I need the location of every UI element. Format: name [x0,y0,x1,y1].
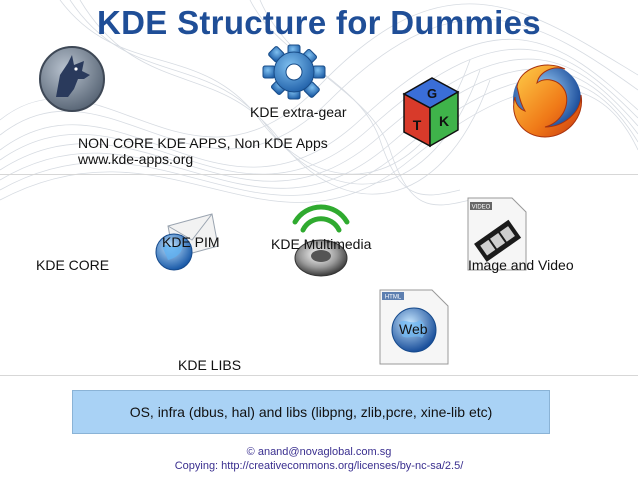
kde-wolf-icon [39,46,105,112]
os-layer-box: OS, infra (dbus, hal) and libs (libpng, … [72,390,550,434]
gear-icon [262,44,326,100]
web-file-icon: HTML [379,289,449,365]
video-doc-label: VIDEO [472,205,491,211]
gtk-letter-k: K [439,113,449,129]
gtk-letter-t: T [413,117,422,133]
label-kde-libs: KDE LIBS [178,357,242,373]
label-kde-core: KDE CORE [36,257,110,273]
kde-pim-icon [155,213,219,271]
gtk-cube-icon: G T K [402,77,460,148]
label-extra-gear: KDE extra-gear [250,104,347,120]
page-title: KDE Structure for Dummies [97,4,541,41]
footer-email: © anand@novaglobal.com.sg [246,446,392,458]
label-kde-apps-url: www.kde-apps.org [78,151,194,167]
label-non-core-apps: NON CORE KDE APPS, Non KDE Apps [78,135,328,151]
label-image-and-video: Image and Video [468,257,574,273]
label-kde-multimedia: KDE Multimedia [271,236,372,252]
speaker-icon [292,204,350,277]
divider-upper [0,174,638,175]
footer-license: Copying: http://creativecommons.org/lice… [174,460,464,472]
label-web: Web [399,321,428,337]
html-doc-label: HTML [385,295,402,301]
video-file-icon: VIDEO [467,197,527,271]
gtk-letter-g: G [427,86,437,101]
divider-lower [0,375,638,376]
label-kde-pim: KDE PIM [162,234,220,250]
firefox-icon [513,64,583,138]
os-layer-text: OS, infra (dbus, hal) and libs (libpng, … [129,404,493,420]
